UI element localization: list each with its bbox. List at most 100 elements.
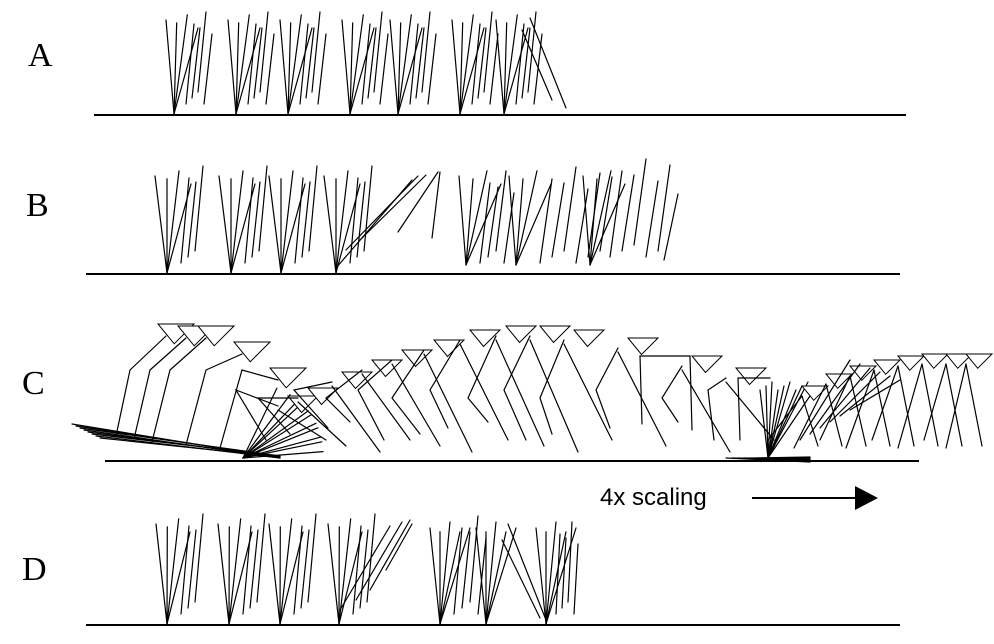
leg-stroke bbox=[355, 521, 403, 601]
hip-marker bbox=[504, 325, 538, 344]
leg-stroke bbox=[645, 180, 659, 258]
leg-stroke bbox=[561, 537, 567, 609]
leg-stroke bbox=[242, 414, 312, 459]
leg-stroke bbox=[307, 513, 317, 603]
panel-d-stick-figures bbox=[155, 513, 579, 625]
leg-stroke bbox=[301, 181, 311, 258]
leg-stroke bbox=[469, 515, 479, 603]
leg-stroke bbox=[439, 527, 471, 625]
leg-stroke bbox=[185, 353, 243, 446]
leg-stroke bbox=[166, 170, 180, 274]
leg-stroke bbox=[459, 22, 464, 115]
leg-stroke bbox=[367, 27, 377, 99]
leg-stroke bbox=[279, 19, 289, 115]
leg-stroke bbox=[265, 33, 275, 105]
leg-stroke bbox=[515, 23, 525, 105]
hip-marker bbox=[286, 395, 320, 414]
leg-stroke bbox=[242, 436, 322, 459]
leg-stroke bbox=[621, 174, 635, 252]
leg-stroke bbox=[305, 27, 315, 99]
leg-stroke bbox=[485, 521, 497, 625]
leg-stroke bbox=[268, 175, 282, 274]
leg-stroke bbox=[767, 381, 809, 459]
leg-stroke bbox=[458, 175, 467, 266]
leg-stroke bbox=[356, 181, 366, 258]
leg-stroke bbox=[359, 174, 427, 241]
leg-stroke bbox=[453, 527, 463, 615]
leg-stroke bbox=[483, 11, 493, 93]
hip-marker bbox=[944, 353, 974, 370]
leg-stroke bbox=[495, 339, 545, 447]
hip-marker bbox=[920, 353, 950, 370]
panel-label-a: A bbox=[28, 37, 53, 74]
leg-stroke bbox=[385, 523, 413, 571]
leg-stroke bbox=[242, 451, 324, 459]
leg-stroke bbox=[389, 19, 399, 115]
leg-stroke bbox=[923, 363, 947, 441]
leg-stroke bbox=[839, 375, 891, 417]
leg-stroke bbox=[849, 379, 901, 411]
panel-c-stick-figures bbox=[71, 323, 994, 463]
leg-stroke bbox=[809, 363, 861, 435]
leg-stroke bbox=[427, 33, 437, 105]
leg-stroke bbox=[575, 188, 589, 264]
leg-stroke bbox=[180, 525, 190, 615]
leg-stroke bbox=[242, 394, 291, 459]
leg-stroke bbox=[589, 183, 626, 266]
leg-stroke bbox=[217, 523, 230, 625]
leg-stroke bbox=[539, 178, 553, 264]
leg-stroke bbox=[155, 523, 168, 625]
leg-stroke bbox=[663, 193, 679, 261]
leg-stroke bbox=[317, 33, 327, 105]
leg-stroke bbox=[249, 529, 259, 609]
leg-stroke bbox=[459, 343, 509, 441]
hip-marker bbox=[400, 349, 434, 368]
leg-stroke bbox=[308, 165, 318, 252]
leg-stroke bbox=[357, 359, 393, 441]
leg-stroke bbox=[609, 170, 623, 258]
leg-stroke bbox=[268, 523, 281, 625]
leg-stroke bbox=[397, 14, 412, 115]
leg-stroke bbox=[151, 337, 207, 443]
leg-stroke bbox=[897, 363, 923, 449]
leg-stroke bbox=[228, 531, 253, 625]
leg-stroke bbox=[767, 389, 815, 459]
leg-stroke bbox=[681, 369, 731, 453]
leg-stroke bbox=[173, 14, 188, 115]
hip-marker bbox=[306, 387, 340, 406]
leg-stroke bbox=[242, 399, 299, 459]
leg-stroke bbox=[545, 531, 567, 625]
leg-stroke bbox=[515, 178, 524, 266]
leg-stroke bbox=[287, 27, 313, 115]
leg-stroke bbox=[349, 14, 364, 115]
leg-stroke bbox=[242, 427, 319, 459]
panel-label-c: C bbox=[22, 365, 45, 402]
leg-stroke bbox=[725, 381, 775, 441]
leg-stroke bbox=[799, 359, 851, 441]
leg-stroke bbox=[325, 369, 363, 423]
leg-stroke bbox=[487, 186, 499, 258]
leg-stroke bbox=[479, 182, 491, 264]
leg-stroke bbox=[707, 377, 727, 441]
leg-stroke bbox=[529, 339, 579, 453]
hip-marker bbox=[196, 325, 236, 347]
leg-stroke bbox=[258, 165, 268, 252]
leg-stroke bbox=[197, 11, 207, 93]
hip-marker bbox=[432, 339, 466, 358]
leg-stroke bbox=[639, 355, 693, 431]
leg-stroke bbox=[819, 375, 851, 441]
hip-marker bbox=[626, 337, 660, 356]
leg-stroke bbox=[563, 166, 577, 252]
leg-stroke bbox=[363, 165, 373, 252]
leg-stroke bbox=[429, 339, 461, 429]
leg-stroke bbox=[173, 22, 178, 115]
leg-stroke bbox=[503, 335, 531, 441]
leg-stroke bbox=[341, 19, 351, 115]
leg-stroke bbox=[173, 27, 199, 115]
hip-marker bbox=[824, 373, 854, 390]
leg-stroke bbox=[551, 182, 565, 258]
leg-stroke bbox=[461, 531, 471, 609]
leg-stroke bbox=[280, 170, 294, 274]
leg-stroke bbox=[589, 170, 612, 266]
leg-stroke bbox=[187, 529, 197, 609]
